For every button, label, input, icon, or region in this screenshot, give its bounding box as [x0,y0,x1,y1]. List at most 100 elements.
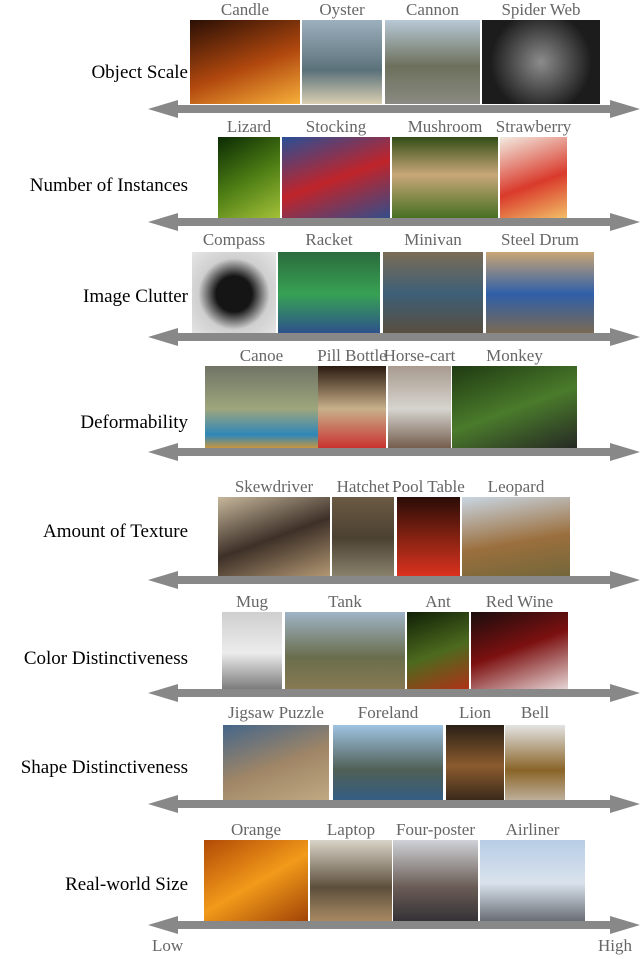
image-caption-wrap: Steel Drum [486,230,634,252]
attribute-row: Shape Distinctiveness Jigsaw Puzzle Forela… [0,703,640,815]
image-caption-wrap: Racket [278,230,420,252]
example-image [332,497,394,579]
image-caption: Laptop [326,820,376,839]
example-image [204,840,308,926]
example-image [500,137,567,221]
example-image [407,612,469,694]
example-image [190,20,300,104]
double-arrow-icon [148,443,640,461]
row-label: Amount of Texture [42,521,188,542]
example-image [446,725,504,807]
example-image [223,725,329,807]
image-caption-wrap: Laptop [310,820,432,842]
image-caption: Pool Table [392,477,465,496]
image-caption-wrap: Canoe [205,346,358,368]
example-image [486,252,594,336]
example-image [218,137,280,221]
image-caption: Foreland [357,703,419,722]
row-label: Color Distinctiveness [23,648,188,669]
double-arrow-icon [148,916,640,934]
image-caption: Jigsaw Puzzle [228,703,324,722]
row-label: Shape Distinctiveness [20,757,188,778]
image-caption-wrap: Horse-cart [384,346,491,368]
image-caption-wrap: Strawberry [496,117,607,139]
image-caption: Strawberry [495,117,572,136]
row-label: Number of Instances [29,175,188,196]
image-caption: Cannon [406,0,459,19]
row-label: Deformability [80,412,188,433]
example-image [462,497,570,579]
image-caption-wrap: Hatchet [332,477,434,499]
double-arrow-icon [148,328,640,346]
image-caption: Stocking [305,117,367,136]
image-caption-wrap: Compass [192,230,316,252]
image-caption-wrap: Minivan [383,230,523,252]
image-caption-wrap: Red Wine [471,592,608,614]
image-caption-wrap: Mushroom [392,117,538,139]
image-caption: Compass [202,230,266,249]
image-caption: Airliner [505,820,560,839]
image-caption-wrap: Lion [446,703,544,725]
double-arrow-icon [148,571,640,589]
image-caption-wrap: Leopard [462,477,610,499]
image-caption-wrap: Skewdriver [218,477,370,499]
image-caption-wrap: Pill Bottle [317,346,426,368]
example-image [222,612,282,694]
example-image [205,366,318,452]
row-label: Object Scale [91,62,188,83]
example-image [302,20,382,104]
image-caption: Mushroom [407,117,483,136]
image-caption-wrap: Pool Table [392,477,500,499]
example-image [480,840,585,926]
image-caption: Spider Web [501,0,581,19]
double-arrow-icon [148,795,640,813]
image-caption: Minivan [404,230,462,249]
image-caption-wrap: Ant [407,592,509,614]
image-caption-wrap: Four-poster [393,820,518,842]
image-caption-wrap: Monkey [452,346,617,368]
axis-high-label: High [598,936,632,955]
image-caption: Oyster [319,0,365,19]
example-image [452,366,577,452]
image-caption: Racket [305,230,353,249]
image-caption: Ant [425,592,451,611]
image-caption: Candle [220,0,270,19]
example-image [392,137,498,221]
image-caption: Orange [230,820,282,839]
example-image [218,497,330,579]
attribute-row: Object Scale Candle Oyster Cannon Spider Web [0,0,640,120]
image-caption: Four-poster [396,820,475,839]
example-image [310,840,392,926]
image-caption-wrap: Foreland [333,703,483,725]
example-image [385,20,480,104]
image-caption: Red Wine [485,592,554,611]
image-caption-wrap: Oyster [302,0,422,22]
image-caption: Steel Drum [501,230,579,249]
example-image [471,612,568,694]
image-caption: Horse-cart [383,346,456,365]
image-caption-wrap: Orange [204,820,348,842]
axis-low-label: Low [152,936,184,955]
image-caption-wrap: Mug [222,592,322,614]
example-image [192,252,276,336]
example-image [285,612,405,694]
image-caption-wrap: Tank [285,592,445,614]
image-caption: Skewdriver [234,477,314,496]
row-label: Image Clutter [83,286,188,307]
image-caption: Lizard [226,117,272,136]
image-caption-wrap: Spider Web [482,0,640,22]
image-caption-wrap: Stocking [282,117,430,139]
image-caption: Monkey [486,346,543,365]
image-caption-wrap: Airliner [480,820,625,842]
example-image [278,252,380,336]
image-caption-wrap: Jigsaw Puzzle [223,703,369,725]
example-image [282,137,390,221]
double-arrow-icon [148,100,640,118]
image-caption: Canoe [239,346,284,365]
attribute-row: Number of Instances Lizard Stocking Mushroo… [0,117,640,233]
example-image [333,725,443,807]
image-caption-wrap: Bell [505,703,605,725]
image-caption-wrap: Cannon [385,0,520,22]
